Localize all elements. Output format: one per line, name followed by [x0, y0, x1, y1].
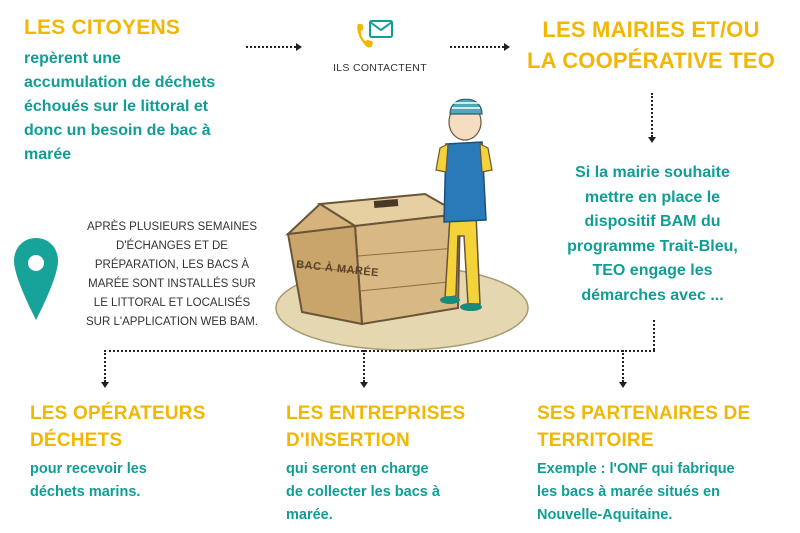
mairie-line: dispositif BAM du: [584, 213, 721, 230]
entreprises-line: de collecter les bacs à: [286, 484, 440, 500]
entreprises-text: qui seront en charge de collecter les ba…: [286, 458, 516, 527]
mairies-title-line: LES MAIRIES ET/OU: [542, 17, 760, 42]
apres-line: MARÉE SONT INSTALLÉS SUR: [88, 278, 256, 290]
arrow-head: [296, 43, 302, 51]
citoyens-block: LES CITOYENS repèrent une accumulation d…: [24, 14, 254, 167]
operateurs-text: pour recevoir les déchets marins.: [30, 458, 260, 504]
apres-text: APRÈS PLUSIEURS SEMAINES D'ÉCHANGES ET D…: [72, 218, 272, 332]
citoyens-line: donc un besoin de bac à: [24, 122, 211, 139]
apres-line: APRÈS PLUSIEURS SEMAINES: [87, 221, 257, 233]
connector-middle: [363, 350, 365, 382]
partenaires-line: Nouvelle-Aquitaine.: [537, 507, 673, 523]
contact-label: ILS CONTACTENT: [333, 62, 427, 74]
entreprises-title-line: LES ENTREPRISES: [286, 403, 466, 424]
citoyens-line: échoués sur le littoral et: [24, 98, 209, 115]
entreprises-title: LES ENTREPRISES D'INSERTION: [286, 400, 516, 454]
mairie-line: Si la mairie souhaite: [575, 164, 730, 181]
operateurs-title: LES OPÉRATEURS DÉCHETS: [30, 400, 260, 454]
mairies-title-line: LA COOPÉRATIVE TEO: [526, 48, 776, 73]
operateurs-title-line: LES OPÉRATEURS: [30, 403, 206, 424]
arrow-head: [360, 382, 368, 388]
apres-line: SUR L'APPLICATION WEB BAM.: [86, 316, 258, 328]
mairies-title: LES MAIRIES ET/OU LA COOPÉRATIVE TEO: [510, 14, 792, 76]
citoyens-line: repèrent une: [24, 50, 121, 67]
operateurs-line: pour recevoir les: [30, 461, 147, 477]
citoyens-line: accumulation de déchets: [24, 74, 216, 91]
partenaires-text: Exemple : l'ONF qui fabrique les bacs à …: [537, 458, 797, 527]
apres-line: LE LITTORAL ET LOCALISÉS: [93, 297, 251, 309]
entreprises-title-line: D'INSERTION: [286, 430, 410, 451]
partenaires-line: Exemple : l'ONF qui fabrique: [537, 461, 735, 477]
mairie-line: programme Trait-Bleu,: [567, 237, 738, 255]
location-pin-icon: [12, 236, 60, 322]
citoyens-line: marée: [24, 146, 72, 163]
bottom-col-partenaires: SES PARTENAIRES DE TERRITOIRE Exemple : …: [537, 400, 797, 527]
arrow-head: [648, 137, 656, 143]
arrow-head: [619, 382, 627, 388]
mairie-line: démarches avec ...: [581, 286, 724, 304]
connector-horizontal: [104, 350, 655, 352]
mairie-line: TEO engage les: [592, 262, 713, 279]
bottom-col-operateurs: LES OPÉRATEURS DÉCHETS pour recevoir les…: [30, 400, 260, 504]
bottom-col-entreprises: LES ENTREPRISES D'INSERTION qui seront e…: [286, 400, 516, 527]
apres-line: D'ÉCHANGES ET DE: [116, 240, 228, 252]
phone-envelope-icon: [354, 18, 396, 52]
entreprises-line: marée.: [286, 507, 333, 523]
partenaires-title: SES PARTENAIRES DE TERRITOIRE: [537, 400, 797, 454]
mairie-line: mettre en place le: [584, 188, 721, 206]
operateurs-title-line: DÉCHETS: [30, 430, 123, 451]
mairie-text: Si la mairie souhaite mettre en place le…: [530, 161, 775, 308]
citoyens-text: repèrent une accumulation de déchets éch…: [24, 47, 254, 167]
apres-line: PRÉPARATION, LES BACS À: [94, 259, 250, 271]
bac-a-maree-illustration: [275, 97, 529, 351]
connector-left: [104, 350, 106, 382]
arrow-contact-mairies: [450, 46, 504, 48]
illustration: BAC À MARÉE: [270, 86, 530, 356]
partenaires-line: les bacs à marée situés en: [537, 484, 720, 500]
arrow-head: [504, 43, 510, 51]
partenaires-title-line: SES PARTENAIRES DE: [537, 403, 751, 424]
arrow-citoyens-contact: [246, 46, 296, 48]
connector-mairie-down: [653, 320, 655, 350]
arrow-head: [101, 382, 109, 388]
connector-right: [622, 350, 624, 382]
arrow-mairies-down: [651, 93, 653, 137]
partenaires-title-line: TERRITOIRE: [537, 430, 654, 451]
operateurs-line: déchets marins.: [30, 484, 141, 500]
citoyens-title: LES CITOYENS: [24, 16, 181, 39]
entreprises-line: qui seront en charge: [286, 461, 429, 477]
